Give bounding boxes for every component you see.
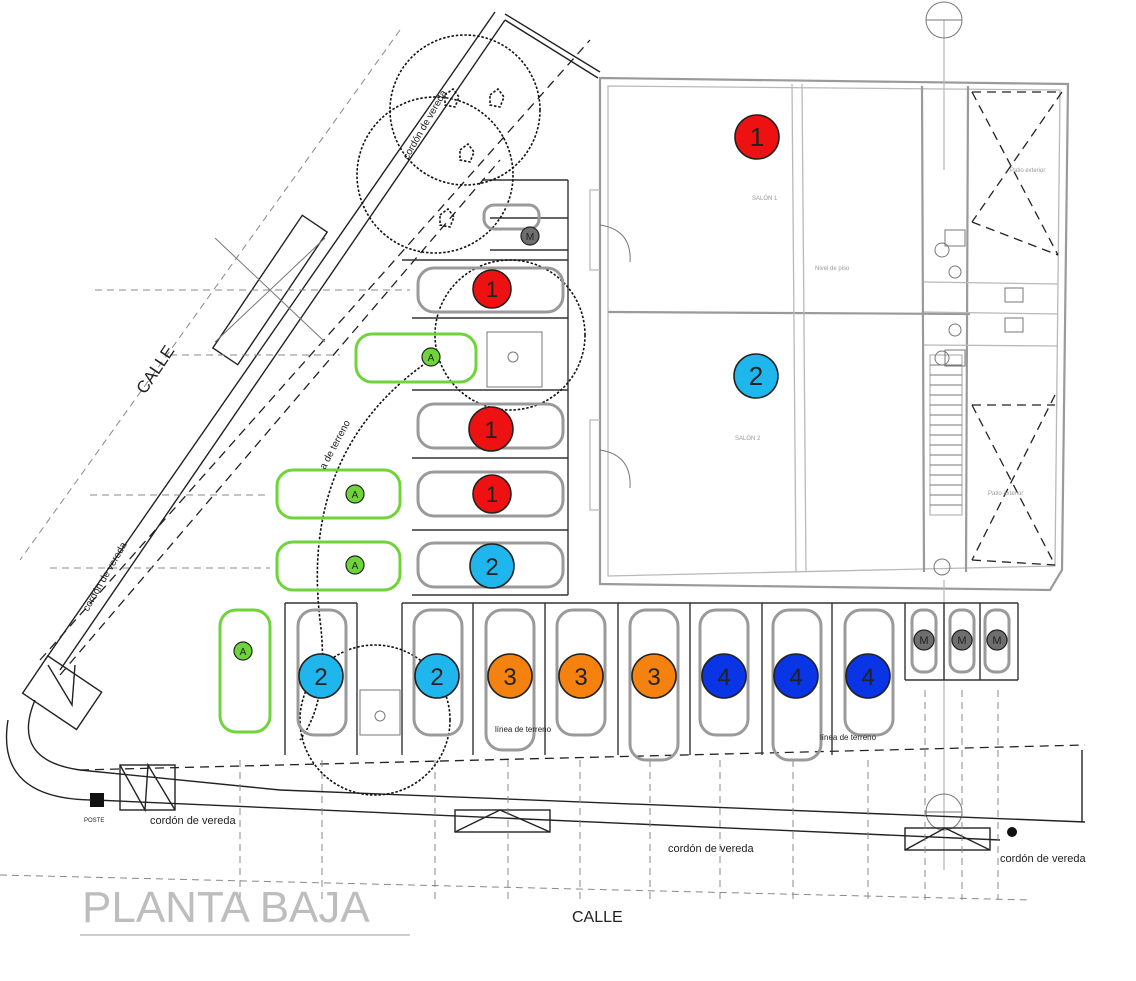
badges: 1 2 1 1 1 2 2 2	[233, 114, 1008, 699]
curb-label-left-top: cordón de vereda	[401, 88, 450, 161]
parking-stalls	[284, 179, 1019, 755]
car-badge-blue-2: 2	[298, 653, 344, 699]
svg-text:4: 4	[789, 664, 802, 691]
moto-badge-3: M	[986, 629, 1008, 651]
car-badge-blue-3: 2	[414, 653, 460, 699]
car-badge-darkblue-1: 4	[701, 653, 747, 699]
level-label-bottom-left: línea de terreno	[495, 725, 552, 734]
property-lines	[0, 11, 1086, 901]
moto-badge-4: M	[520, 226, 540, 246]
svg-text:M: M	[919, 635, 928, 647]
svg-text:2: 2	[430, 664, 443, 691]
green-car-3	[275, 540, 402, 592]
room-2-badge: 2	[733, 353, 779, 399]
level-label-bottom-right: línea de terreno	[820, 733, 877, 742]
green-car-2	[275, 468, 402, 520]
street-label-bottom: CALLE	[572, 909, 623, 926]
poste-label: POSTE	[84, 818, 104, 824]
curb-label-bottom-center: cordón de vereda	[668, 843, 754, 855]
car-10	[698, 608, 750, 737]
svg-text:SALÓN 1: SALÓN 1	[752, 195, 778, 202]
svg-text:Nivel de piso: Nivel de piso	[815, 266, 850, 272]
svg-text:A: A	[428, 353, 435, 364]
stairs	[929, 354, 963, 516]
car-1	[416, 266, 565, 314]
motorbike-2	[948, 608, 976, 674]
patio-top	[971, 91, 1063, 256]
svg-text:3: 3	[503, 664, 516, 691]
car-badge-darkblue-3: 4	[845, 653, 891, 699]
svg-text:4: 4	[717, 664, 730, 691]
car-7	[484, 608, 536, 752]
green-badge-1: A	[421, 347, 441, 367]
car-badge-red-2: 1	[468, 406, 514, 452]
car-5	[296, 608, 348, 737]
svg-text:M: M	[992, 635, 1001, 647]
car-badge-orange-2: 3	[558, 653, 604, 699]
text-labels: CALLE CALLE cordón de vereda cordón de v…	[80, 88, 1086, 936]
svg-text:3: 3	[574, 664, 587, 691]
car-8	[555, 608, 607, 737]
parked-cars	[218, 203, 1011, 762]
car-9	[628, 608, 680, 762]
car-12	[843, 608, 895, 737]
motorbike-4	[482, 203, 541, 231]
car-badge-red-1: 1	[472, 269, 512, 309]
svg-text:1: 1	[484, 417, 497, 444]
page-title: PLANTA BAJA	[82, 883, 370, 932]
motorbike-3	[983, 608, 1011, 674]
svg-text:3: 3	[647, 664, 660, 691]
green-badge-2: A	[345, 484, 365, 504]
svg-text:1: 1	[486, 482, 498, 507]
motorbike-1	[910, 608, 938, 674]
car-3	[416, 470, 565, 518]
car-badge-orange-3: 3	[631, 653, 677, 699]
patio-top-label: Patio exterior	[1010, 168, 1045, 174]
svg-text:SALÓN 2: SALÓN 2	[735, 435, 761, 442]
green-car-4	[218, 608, 272, 734]
patio-bottom	[971, 394, 1056, 566]
moto-badge-2: M	[951, 629, 973, 651]
svg-text:A: A	[352, 490, 359, 501]
car-badge-darkblue-2: 4	[773, 653, 819, 699]
svg-text:1: 1	[750, 122, 764, 152]
svg-text:A: A	[352, 561, 359, 572]
car-badge-blue-1: 2	[469, 543, 515, 589]
moto-badge-1: M	[913, 629, 935, 651]
green-badge-4: A	[233, 641, 253, 661]
green-car-1	[354, 332, 478, 384]
car-6	[412, 608, 464, 737]
svg-text:A: A	[240, 647, 247, 658]
svg-text:M: M	[957, 635, 966, 647]
svg-text:M: M	[526, 232, 534, 243]
room-1-badge: 1	[734, 114, 780, 160]
patio-bottom-label: Patio exterior	[988, 491, 1023, 497]
svg-text:2: 2	[749, 361, 763, 391]
curb-label-bottom-right: cordón de vereda	[1000, 853, 1086, 865]
car-badge-red-3: 1	[472, 474, 512, 514]
svg-text:2: 2	[314, 664, 327, 691]
car-11	[771, 608, 823, 762]
car-badge-orange-1: 3	[487, 653, 533, 699]
building: Patio exterior Patio exterior SALÓN 1 SA…	[589, 1, 1070, 870]
svg-text:1: 1	[486, 277, 498, 302]
street-label-left: CALLE	[133, 342, 179, 397]
green-badge-3: A	[345, 555, 365, 575]
svg-text:2: 2	[485, 554, 498, 581]
svg-text:4: 4	[861, 664, 874, 691]
trees	[299, 34, 586, 796]
curb-label-bottom-left: cordón de vereda	[150, 815, 236, 827]
terrain-label: a de terreno	[318, 418, 353, 471]
